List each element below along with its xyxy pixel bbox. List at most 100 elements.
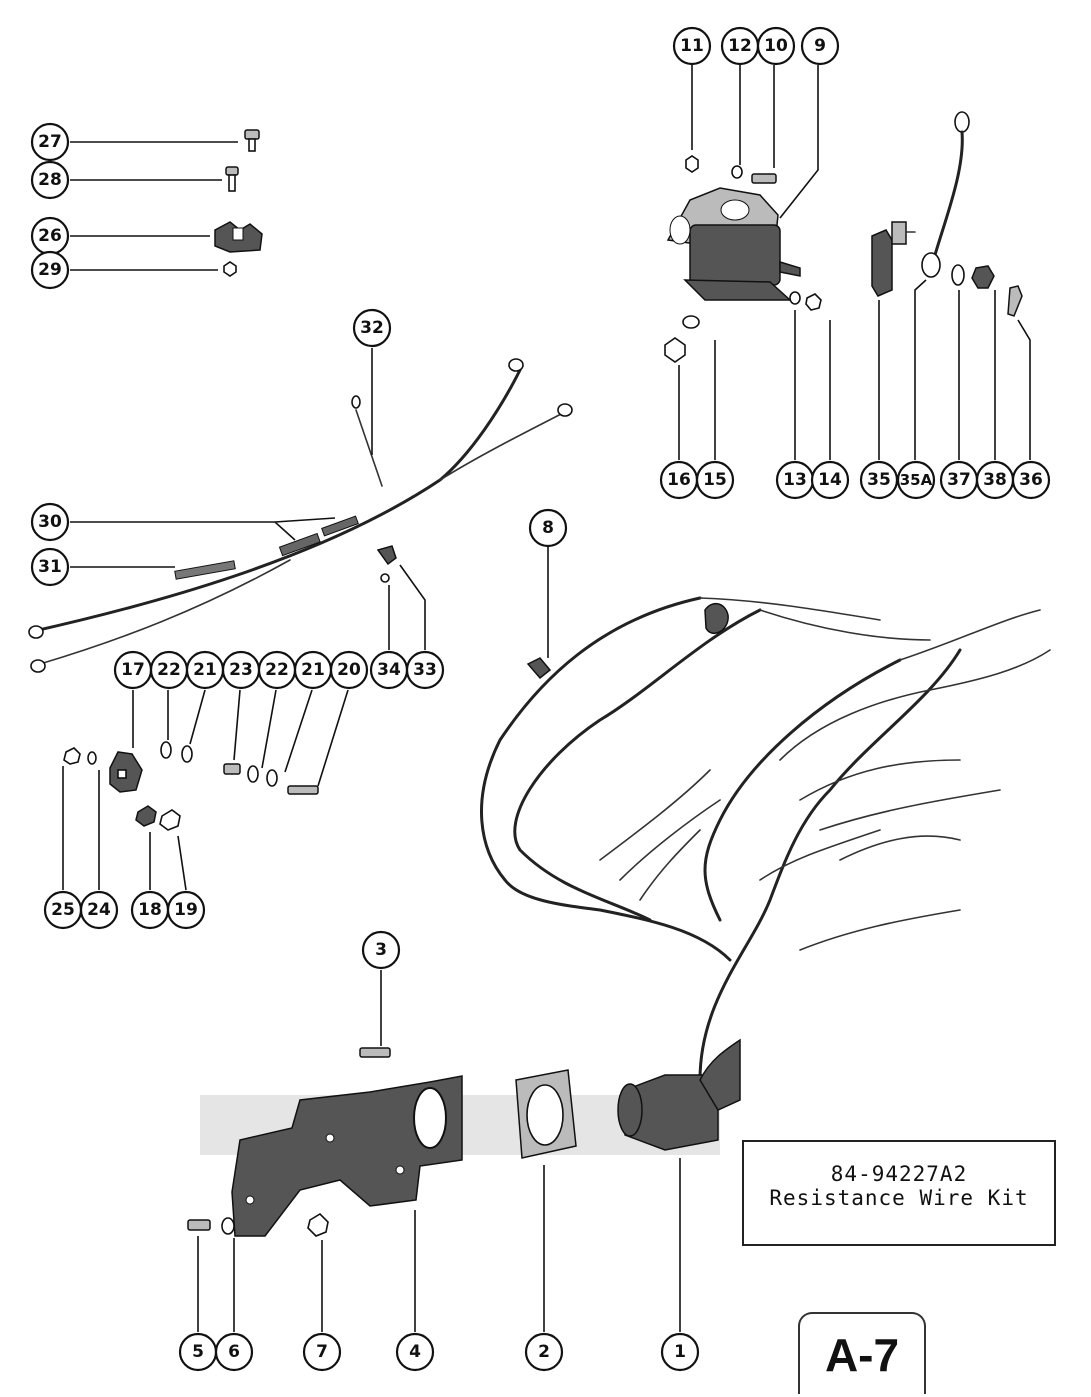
svg-text:33: 33 xyxy=(413,660,437,680)
svg-text:5: 5 xyxy=(192,1342,204,1362)
callout-12: 12 xyxy=(720,26,760,66)
callout-38: 38 xyxy=(975,460,1015,500)
callout-22-right: 22 xyxy=(257,650,297,690)
svg-text:28: 28 xyxy=(38,170,62,190)
svg-text:8: 8 xyxy=(542,518,554,538)
gasket-icon xyxy=(515,1069,577,1159)
callout-2: 2 xyxy=(524,1332,564,1372)
callout-30: 30 xyxy=(30,502,70,542)
svg-text:35: 35 xyxy=(867,470,891,490)
callout-37: 37 xyxy=(939,460,979,500)
kit-name: Resistance Wire Kit xyxy=(769,1186,1029,1210)
svg-text:21: 21 xyxy=(301,660,325,680)
mounting-bracket-icon xyxy=(231,1075,463,1237)
solenoid-hardware-icon xyxy=(664,155,822,363)
svg-text:14: 14 xyxy=(818,470,842,490)
solenoid-icon xyxy=(666,187,801,301)
callout-35a: 35A xyxy=(896,460,936,500)
svg-text:1: 1 xyxy=(674,1342,686,1362)
svg-text:37: 37 xyxy=(947,470,971,490)
callout-17: 17 xyxy=(113,650,153,690)
callout-15: 15 xyxy=(695,460,735,500)
svg-text:26: 26 xyxy=(38,226,62,246)
callout-22-left: 22 xyxy=(149,650,189,690)
svg-text:17: 17 xyxy=(121,660,145,680)
callout-24: 24 xyxy=(79,890,119,930)
callout-27: 27 xyxy=(30,122,70,162)
svg-text:7: 7 xyxy=(316,1342,328,1362)
svg-text:11: 11 xyxy=(680,36,704,56)
callout-5: 5 xyxy=(178,1332,218,1372)
svg-text:2: 2 xyxy=(538,1342,550,1362)
callout-10: 10 xyxy=(756,26,796,66)
screw-hardware-icon xyxy=(187,1047,391,1237)
svg-text:19: 19 xyxy=(174,900,198,920)
svg-text:10: 10 xyxy=(764,36,788,56)
callout-26: 26 xyxy=(30,216,70,256)
svg-text:9: 9 xyxy=(814,36,826,56)
callout-6: 6 xyxy=(214,1332,254,1372)
callout-1: 1 xyxy=(660,1332,700,1372)
callout-9: 9 xyxy=(800,26,840,66)
ground-strap-icon xyxy=(921,111,970,278)
callout-3: 3 xyxy=(361,930,401,970)
svg-text:32: 32 xyxy=(360,318,384,338)
svg-text:38: 38 xyxy=(983,470,1007,490)
callout-35: 35 xyxy=(859,460,899,500)
svg-text:15: 15 xyxy=(703,470,727,490)
svg-text:27: 27 xyxy=(38,132,62,152)
callout-7: 7 xyxy=(302,1332,342,1372)
callout-36: 36 xyxy=(1011,460,1051,500)
svg-text:36: 36 xyxy=(1019,470,1043,490)
terminal-post-icon xyxy=(63,741,319,831)
svg-text:25: 25 xyxy=(51,900,75,920)
svg-text:12: 12 xyxy=(728,36,752,56)
svg-text:24: 24 xyxy=(87,900,111,920)
callout-34: 34 xyxy=(369,650,409,690)
callout-13: 13 xyxy=(775,460,815,500)
svg-text:23: 23 xyxy=(229,660,253,680)
callout-23: 23 xyxy=(221,650,261,690)
callout-19: 19 xyxy=(166,890,206,930)
wire-harness-icon xyxy=(480,596,1051,1151)
svg-text:20: 20 xyxy=(337,660,361,680)
callout-21-left: 21 xyxy=(185,650,225,690)
callout-8: 8 xyxy=(528,508,568,548)
callout-31: 31 xyxy=(30,547,70,587)
svg-text:30: 30 xyxy=(38,512,62,532)
callout-32: 32 xyxy=(352,308,392,348)
svg-text:3: 3 xyxy=(375,940,387,960)
callout-29: 29 xyxy=(30,250,70,290)
svg-text:4: 4 xyxy=(409,1342,421,1362)
callout-20: 20 xyxy=(329,650,369,690)
callout-28: 28 xyxy=(30,160,70,200)
svg-text:29: 29 xyxy=(38,260,62,280)
svg-text:6: 6 xyxy=(228,1342,240,1362)
callout-33: 33 xyxy=(405,650,445,690)
page-label: A-7 xyxy=(824,1329,900,1381)
kit-label-box: 84-94227A2 Resistance Wire Kit xyxy=(742,1140,1056,1246)
terminal-block-icon xyxy=(871,221,916,297)
svg-text:18: 18 xyxy=(138,900,162,920)
callout-14: 14 xyxy=(810,460,850,500)
svg-text:22: 22 xyxy=(265,660,289,680)
page-label-box: A-7 xyxy=(798,1312,926,1394)
callout-11: 11 xyxy=(672,26,712,66)
kit-number: 84-94227A2 xyxy=(830,1162,968,1186)
callout-18: 18 xyxy=(130,890,170,930)
callout-4: 4 xyxy=(395,1332,435,1372)
svg-text:31: 31 xyxy=(38,557,62,577)
callout-16: 16 xyxy=(659,460,699,500)
leader-lines xyxy=(62,65,1031,1332)
callout-21-right: 21 xyxy=(293,650,333,690)
callout-25: 25 xyxy=(43,890,83,930)
svg-text:13: 13 xyxy=(783,470,807,490)
svg-text:22: 22 xyxy=(157,660,181,680)
resistance-wire-icon xyxy=(28,358,573,673)
screw-bracket-icon xyxy=(214,129,263,277)
svg-text:16: 16 xyxy=(667,470,691,490)
svg-text:21: 21 xyxy=(193,660,217,680)
washer-nut-icon xyxy=(951,264,1023,317)
svg-text:34: 34 xyxy=(377,660,401,680)
